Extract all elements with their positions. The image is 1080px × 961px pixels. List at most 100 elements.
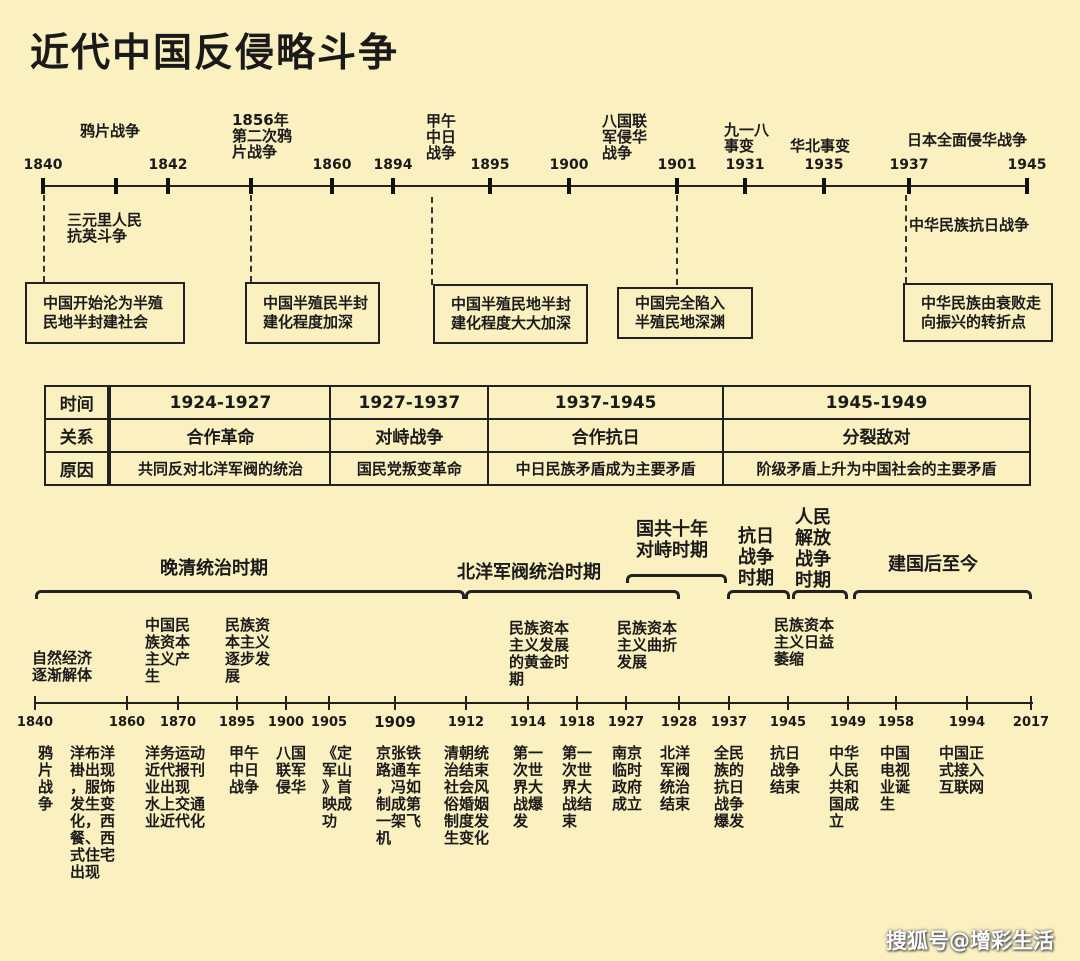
economy-note: 自然经济 逐渐解体 (32, 649, 93, 684)
timeline-year: 1842 (148, 157, 188, 173)
timeline-year: 1914 (509, 715, 547, 730)
timeline-year: 1937 (710, 715, 748, 730)
period-bracket (853, 590, 1032, 599)
timeline-event: 鸦 片 战 争 (38, 744, 54, 813)
timeline-event: 《定 军山 》首 映成 功 (322, 744, 353, 830)
timeline-year: 1909 (374, 713, 416, 731)
timeline-tick (249, 178, 253, 194)
timeline-year: 1927 (607, 715, 645, 730)
dashed-connector (43, 195, 45, 282)
timeline-tick (822, 178, 826, 194)
period-bracket (465, 590, 680, 599)
timeline-year: 1860 (108, 715, 146, 730)
bottom-timeline-axis (35, 702, 1033, 704)
timeline-event: 抗日 战争 结束 (770, 744, 801, 796)
timeline-year: 1958 (877, 715, 915, 730)
timeline-event: 清朝统 治结束 社会风 俗婚姻 制度发 生变化 (444, 744, 490, 847)
timeline-tick (126, 696, 128, 710)
period-bracket (626, 574, 727, 583)
table-cell: 分裂敌对 (722, 418, 1031, 453)
timeline-year: 1935 (804, 157, 844, 173)
timeline-event: 日本全面侵华战争 (907, 131, 1028, 149)
timeline-tick (114, 178, 118, 194)
period-label: 人民 解放 战争 时期 (795, 507, 831, 591)
economy-note: 民族资本 主义曲折 发展 (617, 619, 678, 671)
period-label: 国共十年 对峙时期 (636, 519, 708, 561)
row-header: 关系 (43, 418, 112, 453)
timeline-tick (465, 696, 467, 710)
timeline-event: 第一 次世 界大 战结 束 (562, 744, 593, 830)
watermark: 搜狐号@增彩生活 (886, 929, 1054, 953)
timeline-tick (527, 696, 529, 710)
summary-box: 中国开始沦为半殖 民地半封建社会 (25, 282, 185, 344)
timeline-tick (966, 696, 968, 710)
period-bracket (727, 590, 790, 599)
timeline-year: 1870 (159, 715, 197, 730)
timeline-tick (678, 696, 680, 710)
timeline-event: 中华 人民 共和 国成 立 (829, 744, 860, 830)
dashed-connector (431, 197, 433, 285)
timeline-event: 中国正 式接入 互联网 (939, 744, 985, 796)
timeline-event: 鸦片战争 (80, 122, 141, 140)
timeline-event: 华北事变 (790, 137, 851, 155)
timeline-event: 洋布洋 褂出现 ，服饰 发生变 化，西 餐、西 式住宅 出现 (70, 744, 116, 881)
timeline-event: 南京 临时 政府 成立 (612, 744, 643, 813)
timeline-year: 1994 (948, 715, 986, 730)
timeline-event: 1856年 第二次鸦 片战争 (232, 111, 293, 161)
timeline-tick (330, 178, 334, 194)
page-title: 近代中国反侵略斗争 (30, 31, 400, 76)
timeline-tick (895, 696, 897, 710)
timeline-year: 1931 (725, 157, 765, 173)
timeline-event: 北洋 军阀 统治 结束 (660, 744, 691, 813)
table-cell: 1924-1927 (108, 385, 332, 420)
row-header: 时间 (43, 385, 112, 420)
timeline-year: 1945 (1007, 157, 1047, 173)
table-cell: 1927-1937 (329, 385, 490, 420)
timeline-year: 1894 (373, 157, 413, 173)
period-label: 晚清统治时期 (160, 558, 268, 579)
timeline-year: 1895 (470, 157, 510, 173)
timeline-year: 1900 (549, 157, 589, 173)
timeline-tick (391, 178, 395, 194)
table-row: 原因共同反对北洋军阀的统治国民党叛变革命中日民族矛盾成为主要矛盾阶级矛盾上升为中… (43, 451, 1031, 486)
timeline-tick (166, 178, 170, 194)
economy-note: 民族资本 主义日益 萎缩 (774, 616, 835, 668)
period-label: 北洋军阀统治时期 (457, 562, 601, 583)
timeline-tick (488, 178, 492, 194)
timeline-tick (847, 696, 849, 710)
economy-note: 民族资 本主义 逐步发 展 (225, 616, 271, 685)
economy-note: 中国民 族资本 主义产 生 (145, 616, 191, 685)
table-cell: 合作抗日 (487, 418, 725, 453)
timeline-event: 中国 电视 业诞 生 (880, 744, 911, 813)
timeline-event: 洋务运动 近代报刊 业出现 水上交通 业近代化 (145, 744, 206, 830)
timeline-year: 1918 (558, 715, 596, 730)
timeline-year: 1912 (447, 715, 485, 730)
period-label: 建国后至今 (888, 554, 978, 575)
timeline-tick (675, 178, 679, 194)
table-cell: 1937-1945 (487, 385, 725, 420)
timeline-tick (1030, 696, 1032, 710)
timeline-tick (743, 178, 747, 194)
timeline-year: 1945 (769, 715, 807, 730)
timeline-year: 1900 (267, 715, 305, 730)
timeline-tick (394, 696, 396, 710)
timeline-year: 2017 (1012, 715, 1050, 730)
table-cell: 1945-1949 (722, 385, 1031, 420)
top-timeline-axis (42, 185, 1029, 187)
timeline-tick (177, 696, 179, 710)
dashed-connector (676, 195, 678, 285)
timeline-event: 甲午 中日 战争 (426, 112, 457, 162)
table-cell: 合作革命 (108, 418, 332, 453)
timeline-tick (907, 178, 911, 194)
timeline-tick (34, 696, 36, 710)
dashed-connector (250, 195, 252, 282)
period-bracket (792, 590, 848, 599)
timeline-event: 京张铁 路通车 ，冯如 制成第 一架飞 机 (376, 744, 422, 847)
table-cell: 阶级矛盾上升为中国社会的主要矛盾 (722, 451, 1031, 486)
timeline-year: 1840 (23, 157, 63, 173)
table-cell: 国民党叛变革命 (329, 451, 490, 486)
timeline-year: 1840 (16, 715, 54, 730)
timeline-tick (567, 178, 571, 194)
